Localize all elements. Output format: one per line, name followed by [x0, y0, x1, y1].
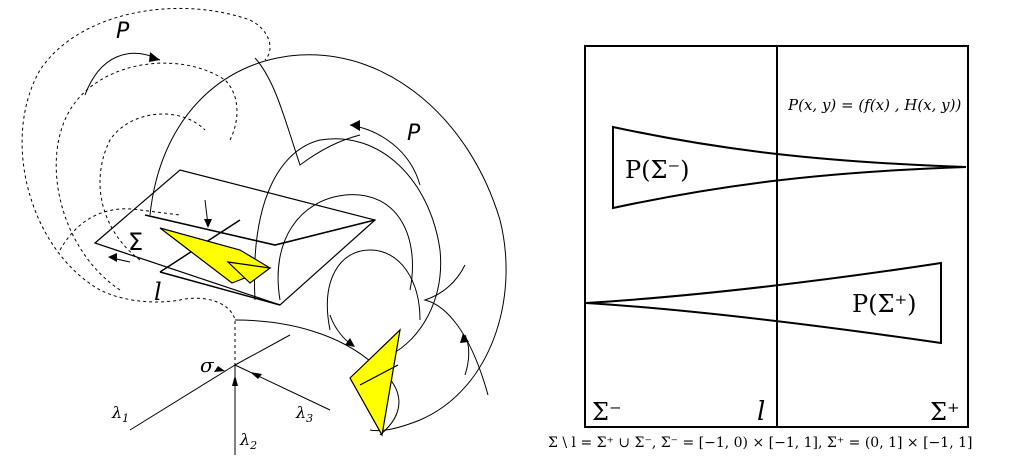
label-P-right: P: [407, 121, 421, 146]
axis-extra: [234, 334, 291, 366]
plane-edge-bottom: [159, 271, 281, 306]
label-lambda2: λ2: [239, 430, 257, 452]
cusp-right: [423, 264, 489, 396]
shell-inner: [253, 138, 442, 356]
yellow-wedge-lower: [349, 328, 401, 437]
label-l: l: [154, 278, 162, 306]
caption: Σ \ l = Σ⁺ ∪ Σ⁻, Σ⁻ = [−1, 0) × [−1, 1],…: [548, 435, 972, 451]
dashed-inner-loop: [99, 113, 206, 261]
left-diagram: P P Σ l σ λ1 λ2 λ3: [21, 7, 507, 455]
label-P-sigma-minus: P(Σ⁻): [625, 156, 690, 184]
label-P-sigma-plus: P(Σ⁺): [852, 290, 917, 318]
label-l-right: l: [757, 397, 765, 427]
dashed-rail: [99, 289, 236, 390]
cusp-top: [254, 57, 361, 166]
label-lambda1: λ1: [111, 403, 129, 425]
axis-lambda1: [129, 364, 236, 431]
label-sigma-cap: Σ: [128, 228, 143, 256]
inner-loop-a: [277, 194, 413, 301]
label-sigma-plus: Σ⁺: [930, 398, 960, 426]
plane-sigma-front: [144, 214, 376, 246]
shell-outer: [149, 54, 507, 432]
dashed-rail-2: [59, 208, 181, 251]
label-sigma-minus: Σ⁻: [592, 398, 622, 426]
map-formula: P(x, y) = (f(x) , H(x, y)): [787, 96, 961, 114]
label-sigma: σ: [200, 353, 215, 377]
label-P-top: P: [116, 19, 130, 44]
wedge-P-sigma-plus: [585, 261, 942, 345]
inner-loop-b: [326, 249, 421, 331]
label-lambda3: λ3: [295, 403, 313, 425]
yellow-wedge-plane-2: [226, 261, 272, 284]
wedge-P-sigma-minus: [612, 125, 967, 210]
dashed-mid-loop: [55, 62, 238, 291]
